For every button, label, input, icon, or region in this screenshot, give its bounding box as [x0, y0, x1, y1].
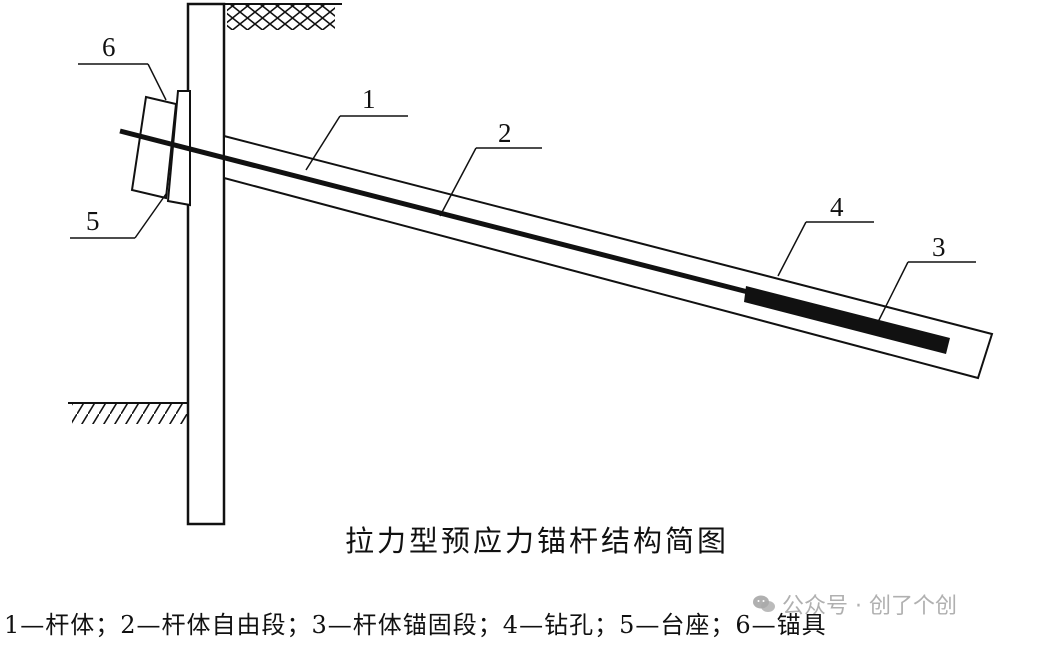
legend: 1—杆体；2—杆体自由段；3—杆体锚固段；4—钻孔；5—台座；6—锚具 — [4, 611, 827, 639]
label-1: 1 — [362, 84, 376, 114]
wechat-icon — [753, 595, 775, 612]
leader-line-4-slope — [777, 221, 807, 277]
watermark-text: 公众号 · 创了个创 — [782, 594, 957, 619]
leader-line-6-slope — [147, 63, 167, 101]
watermark: 公众号 · 创了个创 — [752, 588, 957, 620]
tendon-anchored-section — [744, 286, 950, 354]
leader-line-3-slope — [877, 261, 909, 323]
anchor-head — [130, 95, 178, 200]
tendon-free-section — [119, 128, 749, 295]
soil-hatch-top — [227, 4, 335, 30]
label-2: 2 — [498, 118, 512, 148]
leader-line-2-slope — [439, 147, 477, 217]
retaining-wall — [186, 2, 226, 526]
diagram-title: 拉力型预应力锚杆结构简图 — [345, 524, 730, 558]
label-5: 5 — [86, 206, 100, 236]
label-3: 3 — [932, 232, 946, 262]
leader-line-5-slope — [134, 193, 167, 239]
label-6: 6 — [102, 32, 116, 62]
soil-hatch-bottom — [72, 404, 188, 424]
leader-line-1-slope — [305, 115, 341, 171]
label-4: 4 — [830, 192, 844, 222]
